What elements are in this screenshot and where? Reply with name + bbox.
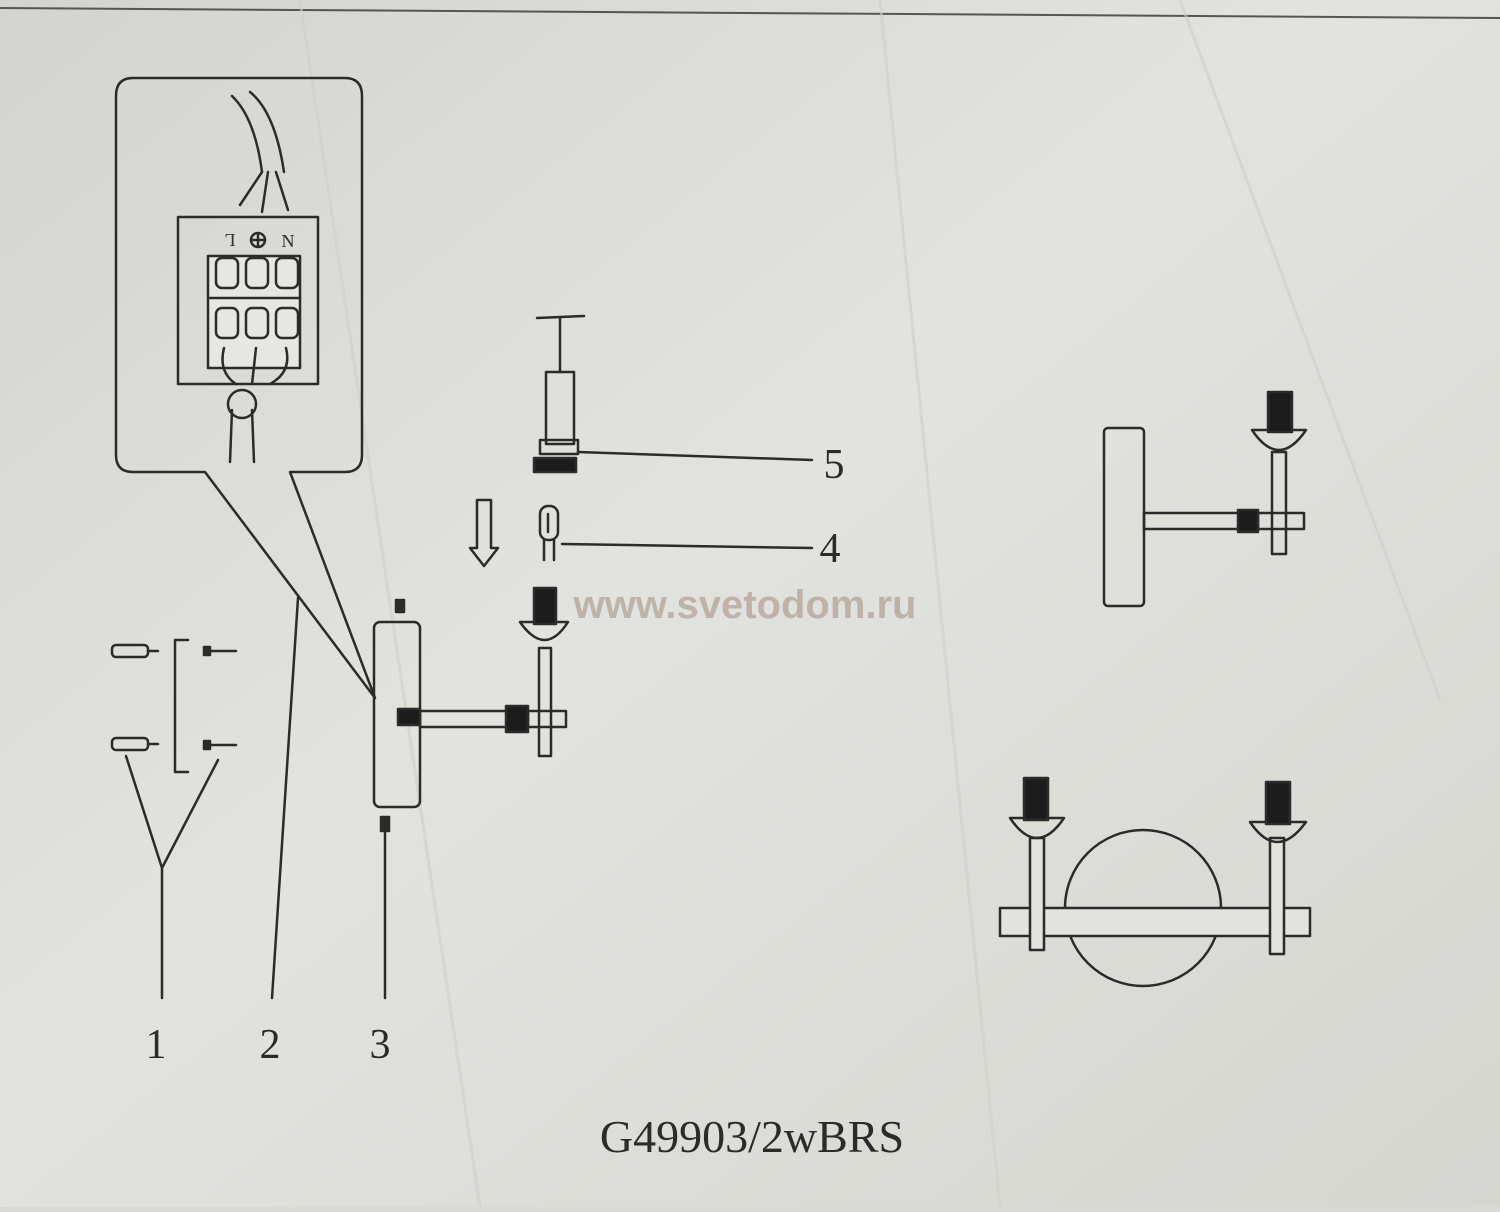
leader-5 xyxy=(576,450,814,462)
lamp-socket xyxy=(532,586,558,626)
wiring-callout xyxy=(114,76,377,700)
side-view xyxy=(1102,390,1308,608)
mounting-bracket xyxy=(173,638,190,774)
terminal-block xyxy=(206,254,302,370)
g9-bulb xyxy=(538,504,814,562)
arrow-down-icon xyxy=(468,498,500,568)
screw-top xyxy=(394,598,406,614)
terminal-label-n: N xyxy=(282,231,295,251)
screw-bottom xyxy=(379,815,391,833)
part-number-3: 3 xyxy=(370,1022,391,1068)
watermark-text: www.svetodom.ru xyxy=(572,583,916,627)
terminal-label-l: L xyxy=(225,230,236,250)
model-code: G49903/2wBRS xyxy=(600,1111,904,1162)
wall-lamp-exploded xyxy=(372,586,570,809)
part-number-4: 4 xyxy=(820,526,841,572)
side-view-socket xyxy=(1266,390,1294,434)
glass-shade xyxy=(532,314,814,474)
paper-creases xyxy=(298,0,1442,1208)
lamp-stem xyxy=(537,646,553,758)
supply-cable xyxy=(230,94,264,174)
front-view-bar xyxy=(998,906,1312,938)
cable-grommet xyxy=(226,388,258,420)
part-number-2: 2 xyxy=(260,1022,281,1068)
page-edge-line xyxy=(0,7,1500,19)
part-number-5: 5 xyxy=(824,442,845,488)
fixture-wires xyxy=(221,346,289,386)
leader-4 xyxy=(560,542,814,550)
front-view xyxy=(998,776,1312,988)
part-number-1: 1 xyxy=(146,1022,167,1068)
terminal-plate xyxy=(176,215,320,386)
cable-wires xyxy=(238,170,290,214)
mounting-hardware xyxy=(110,638,238,1000)
front-view-socket-right xyxy=(1264,780,1292,826)
front-view-socket-left xyxy=(1022,776,1050,822)
leader-1 xyxy=(124,754,220,1000)
leader-2 xyxy=(270,596,300,1000)
lamp-cup xyxy=(518,620,570,642)
